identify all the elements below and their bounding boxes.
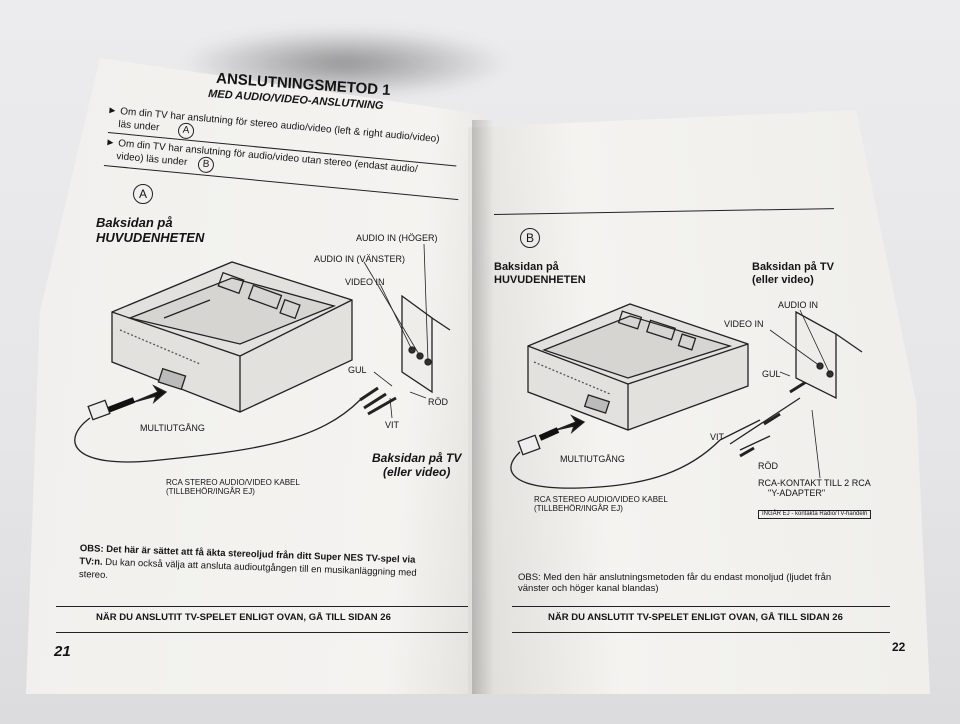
label-white: VIT [385, 420, 400, 430]
arrow-right [555, 414, 586, 434]
label-red: RÖD [428, 397, 448, 407]
label-audio-in-b: AUDIO IN [778, 300, 819, 310]
footer-rule-top-left [56, 606, 468, 607]
label-y-adapter: RCA-KONTAKT TILL 2 RCA"Y-ADAPTER" [758, 478, 871, 499]
label-cable: RCA STEREO AUDIO/VIDEO KABEL(TILLBEHÖR/I… [166, 478, 300, 497]
arrow-left [133, 384, 168, 404]
footer-rule-top-right [512, 606, 890, 607]
label-multi-out-b: MULTIUTGÅNG [560, 454, 625, 464]
label-cable-b: RCA STEREO AUDIO/VIDEO KABEL(TILLBEHÖR/I… [534, 495, 668, 514]
label-yellow: GUL [348, 365, 367, 375]
footer-left: NÄR DU ANSLUTIT TV-SPELET ENLIGT OVAN, G… [96, 612, 391, 623]
section-badge-b: B [520, 228, 540, 248]
console-illustration-right [527, 303, 749, 431]
footer-right: NÄR DU ANSLUTIT TV-SPELET ENLIGT OVAN, G… [548, 612, 843, 623]
footer-rule-bottom-left [56, 632, 468, 633]
label-audio-in-left: AUDIO IN (VÄNSTER) [314, 254, 406, 264]
label-red-b: RÖD [758, 461, 778, 471]
label-not-included: INGÅR EJ - kontakta Radio/TV-handeln [758, 510, 872, 519]
label-video-in: VIDEO IN [345, 277, 385, 287]
label-yellow-b: GUL [762, 369, 781, 379]
page-number-left: 21 [54, 643, 71, 660]
note-right: OBS: Med den här anslutningsmetoden får … [518, 572, 832, 594]
booklet-spine [472, 120, 494, 694]
footer-rule-bottom-right [512, 632, 890, 633]
label-tv-rear: Baksidan på TV(eller video) [372, 451, 462, 479]
section-badge-a: A [133, 184, 153, 204]
page-number-right: 22 [892, 640, 906, 654]
label-video-in-b: VIDEO IN [724, 319, 764, 329]
console-illustration-left [111, 261, 353, 413]
label-white-b: VIT [710, 432, 725, 442]
label-audio-in-right: AUDIO IN (HÖGER) [356, 233, 438, 243]
label-tv-rear-b: Baksidan på TV(eller video) [752, 261, 834, 286]
label-multi-out: MULTIUTGÅNG [140, 423, 205, 433]
